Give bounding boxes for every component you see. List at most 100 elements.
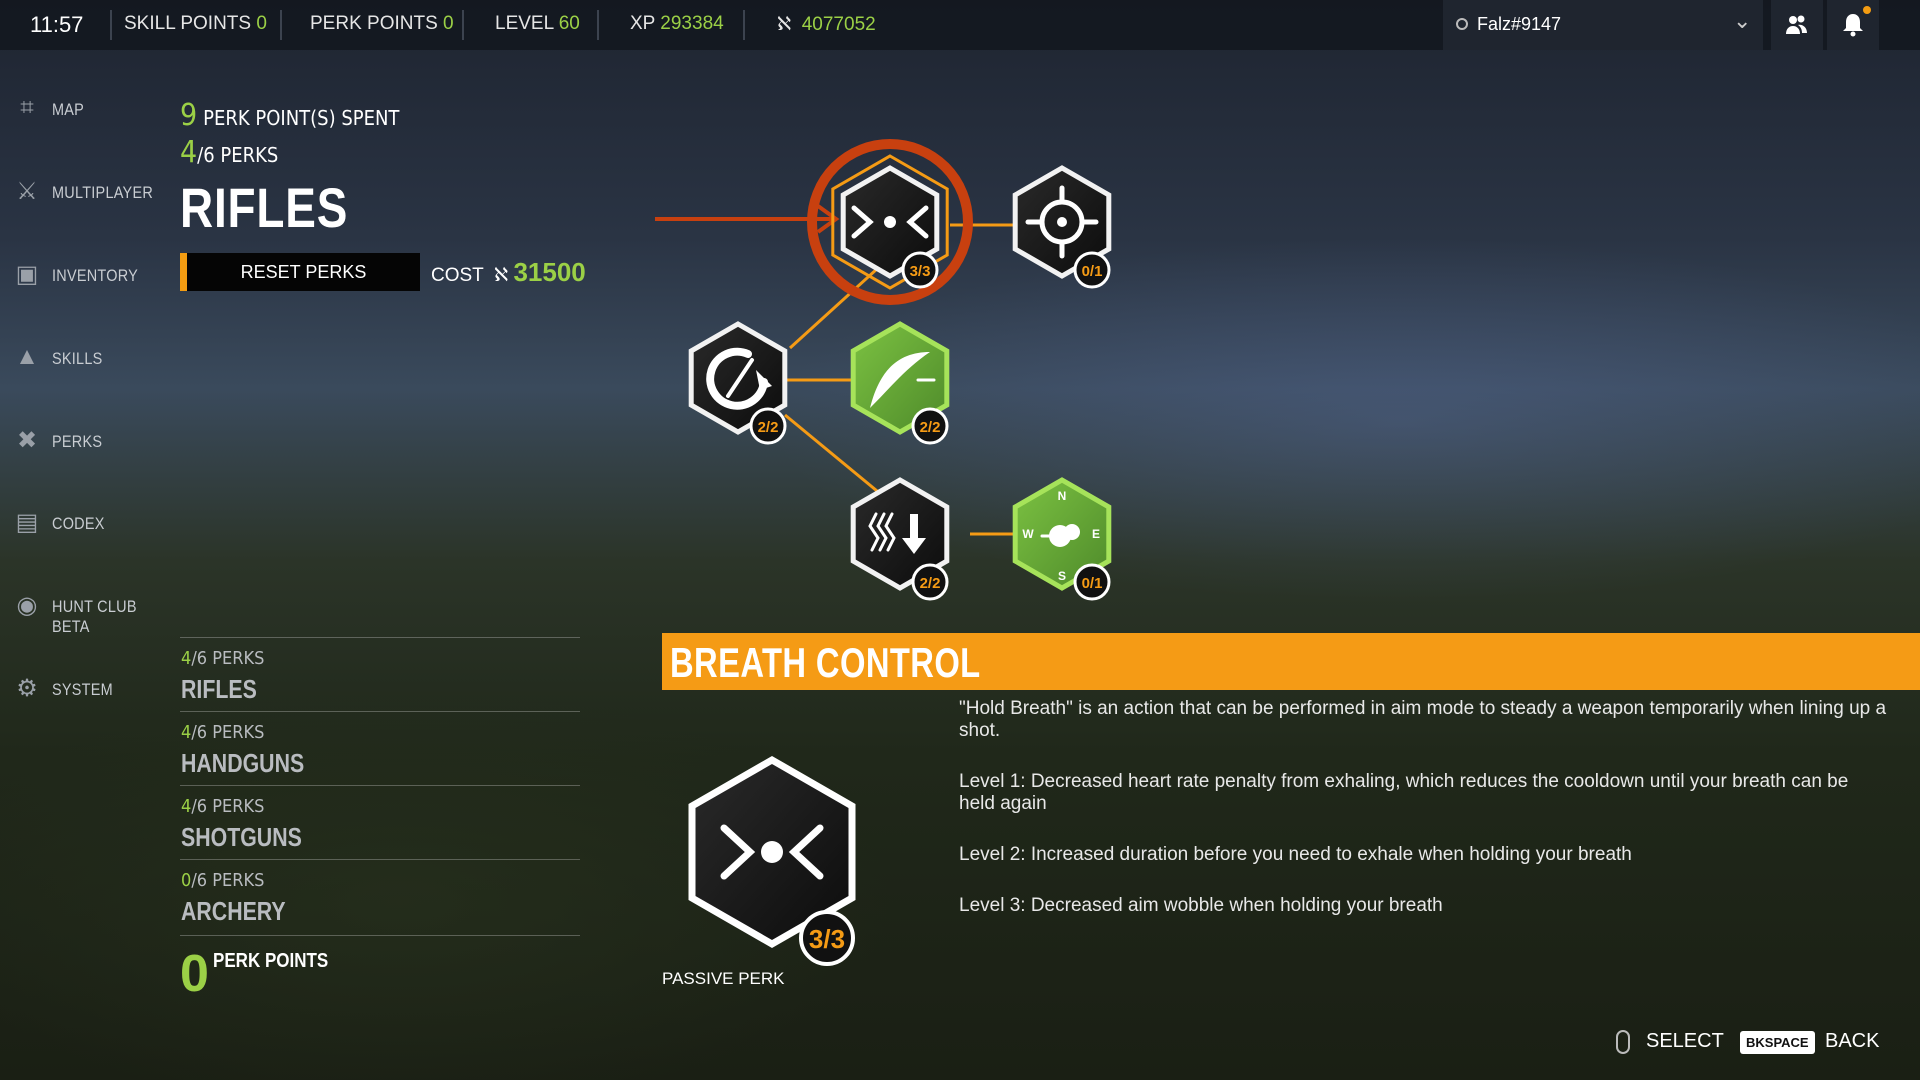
category-name: HANDGUNS [181,748,305,778]
reset-cost: COST ℵ 31500 [431,257,586,287]
divider [462,10,464,40]
perk-level: 0/1 [1082,575,1103,592]
level-badge [1073,251,1111,289]
perk-node-reload[interactable]: 2/2 [688,321,788,445]
nav-item-label: PERKS [52,432,103,451]
select-hint[interactable]: SELECT [1646,1030,1724,1052]
bell-icon [1843,14,1863,37]
multiplayer-icon: ⚔ [16,178,38,205]
notifications-button[interactable] [1827,0,1879,50]
status-icon [1456,18,1468,30]
perks-icon: ✖ [16,427,38,454]
perk-title: BREATH CONTROL [670,639,981,686]
codex-icon: ▤ [15,509,39,536]
backspace-key-icon: BKSPACE [1740,1031,1815,1054]
perk-hex [850,321,950,435]
category-count: 0/6 PERKS [181,870,265,891]
breath-icon [851,205,929,239]
level-badge [749,407,787,445]
nav-item-multiplayer[interactable]: ⚔ MULTIPLAYER [0,173,170,213]
nav-item-codex[interactable]: ▤ CODEX [0,504,170,544]
perk-level: 3/3 [910,263,931,280]
level-badge [911,563,949,601]
hunter-icon: ◉ [16,592,38,619]
selection-ring [807,139,973,305]
perk-node-feather[interactable]: 2/2 [850,321,950,445]
compass-letter: W [1022,527,1034,541]
category-archery[interactable]: 0/6 PERKS ARCHERY [180,859,580,932]
feather-icon [870,352,936,408]
perk-node-breath-control[interactable]: 3/3 [807,139,973,305]
level-badge [911,407,949,445]
nav-item-perks[interactable]: ✖ PERKS [0,422,170,462]
level: LEVEL 60 [495,13,580,34]
perk-description: "Hold Breath" is an action that can be p… [959,698,1889,946]
breath-icon [720,824,824,880]
nav-item-label: HUNT CLUB BETA [52,597,137,636]
top-bar: 11:57 SKILL POINTS 0 PERK POINTS 0 LEVEL… [0,0,1920,50]
category-name: SHOTGUNS [181,822,302,852]
username: Falz#9147 [1477,14,1562,34]
perk-node-steady[interactable]: 2/2 [850,477,950,601]
perk-level: 2/2 [920,575,941,592]
description-line: Level 3: Decreased aim wobble when holdi… [959,895,1443,916]
perk-level: 3/3 [809,924,845,954]
category-shotguns[interactable]: 4/6 PERKS SHOTGUNS [180,785,580,858]
description-line: Level 1: Decreased heart rate penalty fr… [959,771,1849,814]
description-line: "Hold Breath" is an action that can be p… [959,698,1887,741]
pointer-arrow [655,204,840,234]
skill-points: SKILL POINTS 0 [124,13,267,34]
notification-dot [1863,6,1871,14]
perk-type: PASSIVE PERK [662,969,785,988]
compass-letter: E [1092,527,1100,541]
perk-level: 0/1 [1082,263,1103,280]
perk-points-label: PERK POINTS [213,950,329,972]
compass-letter: N [1058,489,1067,503]
user-dropdown[interactable]: Falz#9147 ⌄ [1443,0,1763,50]
nav-item-skills[interactable]: ▲ SKILLS [0,339,170,379]
divider [743,10,745,40]
perk-node-crosshair[interactable]: 0/1 [1012,165,1112,289]
currency: ℵ 4077052 [777,14,876,35]
divider [597,10,599,40]
category-name: RIFLES [181,674,257,704]
nav-item-system[interactable]: ⚙SYSTEM [0,670,170,710]
binoculars-icon: ⌗ [20,94,34,121]
description-line: Level 2: Increased duration before you n… [959,844,1632,865]
nav-item-label: MULTIPLAYER [52,183,154,202]
nav-item-map[interactable]: ⌗MAP [0,90,170,130]
chevron-down-icon: ⌄ [1733,8,1752,33]
crosshair-icon [1025,185,1099,259]
currency-icon: ℵ [494,265,509,286]
perk-large-icon: 3/3 [688,755,856,966]
category-count: 4/6 PERKS [181,796,265,817]
perks-progress: 4/6 PERKS [180,135,279,170]
backpack-icon: ▣ [15,261,39,288]
perk-level: 2/2 [920,419,941,436]
category-name: ARCHERY [181,896,286,926]
perk-level: 2/2 [758,419,779,436]
reload-icon [706,347,772,410]
skills-icon: ▲ [15,343,39,370]
perk-title-banner: BREATH CONTROL [662,633,1920,690]
reset-perks-button[interactable]: RESET PERKS [180,253,420,291]
nav-item-hunt-club-beta[interactable]: ◉ HUNT CLUB BETA [0,587,170,636]
nav-item-label: SKILLS [52,349,103,368]
xp: XP 293384 [630,13,724,34]
perk-hex [850,477,950,591]
nav-item-label: CODEX [52,514,105,533]
level-badge [1073,563,1111,601]
category-count: 4/6 PERKS [181,722,265,743]
currency-icon: ℵ [777,14,792,35]
nav-item-inventory[interactable]: ▣ INVENTORY [0,256,170,296]
nav-item-label: INVENTORY [52,266,139,285]
friends-button[interactable] [1771,0,1823,50]
category-handguns[interactable]: 4/6 PERKS HANDGUNS [180,711,580,784]
steady-icon [868,512,926,554]
back-button[interactable]: BACK [1825,1030,1880,1052]
nav-item-label: SYSTEM [52,680,113,699]
mouse-icon [1616,1030,1630,1054]
